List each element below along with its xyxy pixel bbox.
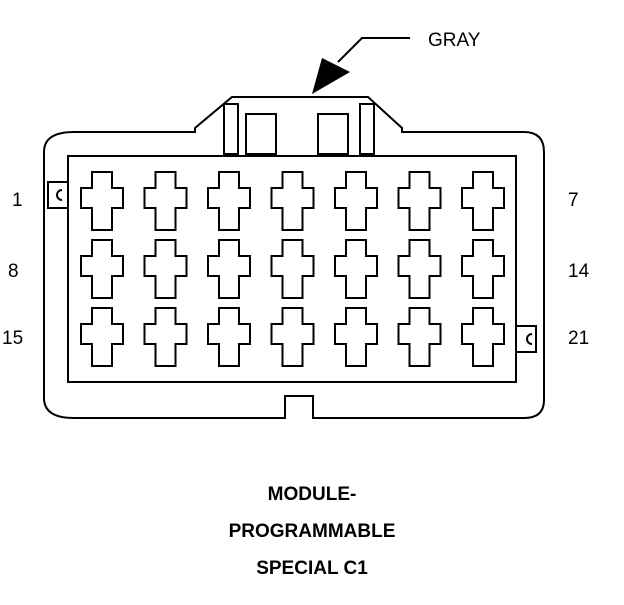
- terminal-cavity-15: [80, 307, 124, 367]
- terminal-cavity-17: [207, 307, 251, 367]
- connector-caption: MODULE- PROGRAMMABLE SPECIAL C1: [229, 484, 396, 579]
- callout-arrowhead: [312, 58, 350, 94]
- caption-line-1: MODULE-: [268, 484, 357, 505]
- terminal-cavity-13: [397, 239, 442, 299]
- caption-line-2: PROGRAMMABLE: [229, 521, 396, 542]
- color-callout-label: GRAY: [428, 30, 481, 51]
- side-key-right: [515, 325, 537, 353]
- callout-leader-line: [337, 37, 410, 63]
- terminal-cavity-16: [143, 307, 188, 367]
- terminal-cavity-9: [143, 239, 188, 299]
- pin-label-7: 7: [568, 190, 579, 211]
- latch-post-left: [223, 103, 239, 155]
- pin-label-15: 15: [2, 328, 23, 349]
- terminal-cavity-5: [334, 171, 378, 231]
- terminal-cavity-4: [270, 171, 315, 231]
- pin-label-14: 14: [568, 261, 590, 282]
- terminal-cavity-1: [80, 171, 124, 231]
- terminal-cavity-19: [334, 307, 378, 367]
- terminal-cavity-18: [270, 307, 315, 367]
- latch-post-right: [359, 103, 375, 155]
- terminal-cavity-7: [461, 171, 505, 231]
- terminal-cavity-8: [80, 239, 124, 299]
- color-callout: GRAY: [312, 30, 481, 94]
- terminal-cavity-2: [143, 171, 188, 231]
- terminal-cavity-10: [207, 239, 251, 299]
- connector-face: [67, 155, 517, 383]
- terminal-cavity-3: [207, 171, 251, 231]
- terminal-cavity-14: [461, 239, 505, 299]
- terminal-cavity-6: [397, 171, 442, 231]
- terminal-cavity-20: [397, 307, 442, 367]
- connector-housing: [43, 96, 545, 419]
- pin-label-8: 8: [8, 261, 19, 282]
- latch-slot-right: [317, 113, 349, 155]
- terminal-cavity-21: [461, 307, 505, 367]
- latch-slot-left: [245, 113, 277, 155]
- terminal-cavity-11: [270, 239, 315, 299]
- caption-line-3: SPECIAL C1: [256, 558, 368, 579]
- connector-latch: [223, 103, 375, 155]
- terminal-cavity-12: [334, 239, 378, 299]
- terminal-cavities: [80, 171, 505, 367]
- pin-label-1: 1: [12, 190, 23, 211]
- pin-label-21: 21: [568, 328, 589, 349]
- side-key-left: [47, 181, 69, 209]
